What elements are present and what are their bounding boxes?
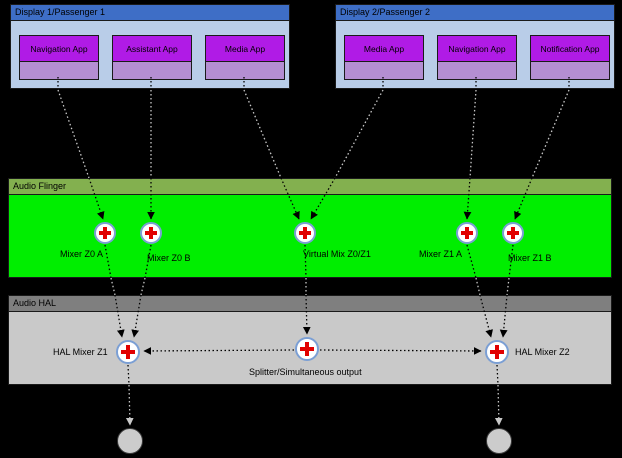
plus-icon bbox=[96, 224, 114, 242]
display2-app-navigation-body bbox=[438, 62, 516, 79]
display1-box: Display 1/Passenger 1 Navigation App Ass… bbox=[10, 4, 290, 89]
splitter-node bbox=[295, 337, 319, 361]
virtual-mix-node bbox=[294, 222, 316, 244]
display2-app-notification-label: Notification App bbox=[531, 36, 609, 62]
plus-icon bbox=[296, 224, 314, 242]
display2-app-media: Media App bbox=[344, 35, 424, 80]
display2-app-notification-body bbox=[531, 62, 609, 79]
mixer-z0b-node bbox=[140, 222, 162, 244]
display2-title: Display 2/Passenger 2 bbox=[336, 5, 614, 21]
display1-app-navigation-body bbox=[20, 62, 98, 79]
plus-icon bbox=[504, 224, 522, 242]
plus-icon bbox=[458, 224, 476, 242]
output-endpoint-1 bbox=[117, 428, 143, 454]
display1-app-media-body bbox=[206, 62, 284, 79]
hal-to-output-connectors-gap bbox=[125, 384, 503, 426]
display2-box: Display 2/Passenger 2 Media App Navigati… bbox=[335, 4, 615, 89]
display1-app-navigation: Navigation App bbox=[19, 35, 99, 80]
display2-app-notification: Notification App bbox=[530, 35, 610, 80]
mixer-z1a-node bbox=[456, 222, 478, 244]
mixer-z1b-label: Mixer Z1 B bbox=[508, 253, 552, 263]
plus-icon bbox=[118, 342, 138, 362]
mixer-z0b-label: Mixer Z0 B bbox=[147, 253, 191, 263]
hal-mixer-z1-label: HAL Mixer Z1 bbox=[53, 347, 108, 357]
display2-app-navigation: Navigation App bbox=[437, 35, 517, 80]
display1-app-assistant: Assistant App bbox=[112, 35, 192, 80]
plus-icon bbox=[142, 224, 160, 242]
display1-app-navigation-label: Navigation App bbox=[20, 36, 98, 62]
app-to-mixer-connectors-gap bbox=[57, 89, 570, 179]
hal-mixer-z2-label: HAL Mixer Z2 bbox=[515, 347, 570, 357]
mixer-z1a-label: Mixer Z1 A bbox=[419, 249, 463, 259]
display2-app-media-body bbox=[345, 62, 423, 79]
virtual-mix-label: Virtual Mix Z0/Z1 bbox=[303, 249, 371, 259]
display1-title: Display 1/Passenger 1 bbox=[11, 5, 289, 21]
hal-mixer-z2-node bbox=[485, 340, 509, 364]
mixer-to-hal-connectors-gap bbox=[110, 277, 510, 296]
display1-app-assistant-body bbox=[113, 62, 191, 79]
mixer-z0a-node bbox=[94, 222, 116, 244]
display1-app-assistant-label: Assistant App bbox=[113, 36, 191, 62]
plus-icon bbox=[297, 339, 317, 359]
mixer-z0a-label: Mixer Z0 A bbox=[60, 249, 104, 259]
display2-app-navigation-label: Navigation App bbox=[438, 36, 516, 62]
output-endpoint-2 bbox=[486, 428, 512, 454]
mixer-z1b-node bbox=[502, 222, 524, 244]
display2-app-media-label: Media App bbox=[345, 36, 423, 62]
plus-icon bbox=[487, 342, 507, 362]
audio-hal-title: Audio HAL bbox=[9, 296, 611, 312]
audio-flinger-title: Audio Flinger bbox=[9, 179, 611, 195]
display1-app-media-label: Media App bbox=[206, 36, 284, 62]
hal-mixer-z1-node bbox=[116, 340, 140, 364]
audio-hal-band: Audio HAL bbox=[8, 295, 612, 385]
display1-app-media: Media App bbox=[205, 35, 285, 80]
splitter-label: Splitter/Simultaneous output bbox=[249, 367, 362, 377]
